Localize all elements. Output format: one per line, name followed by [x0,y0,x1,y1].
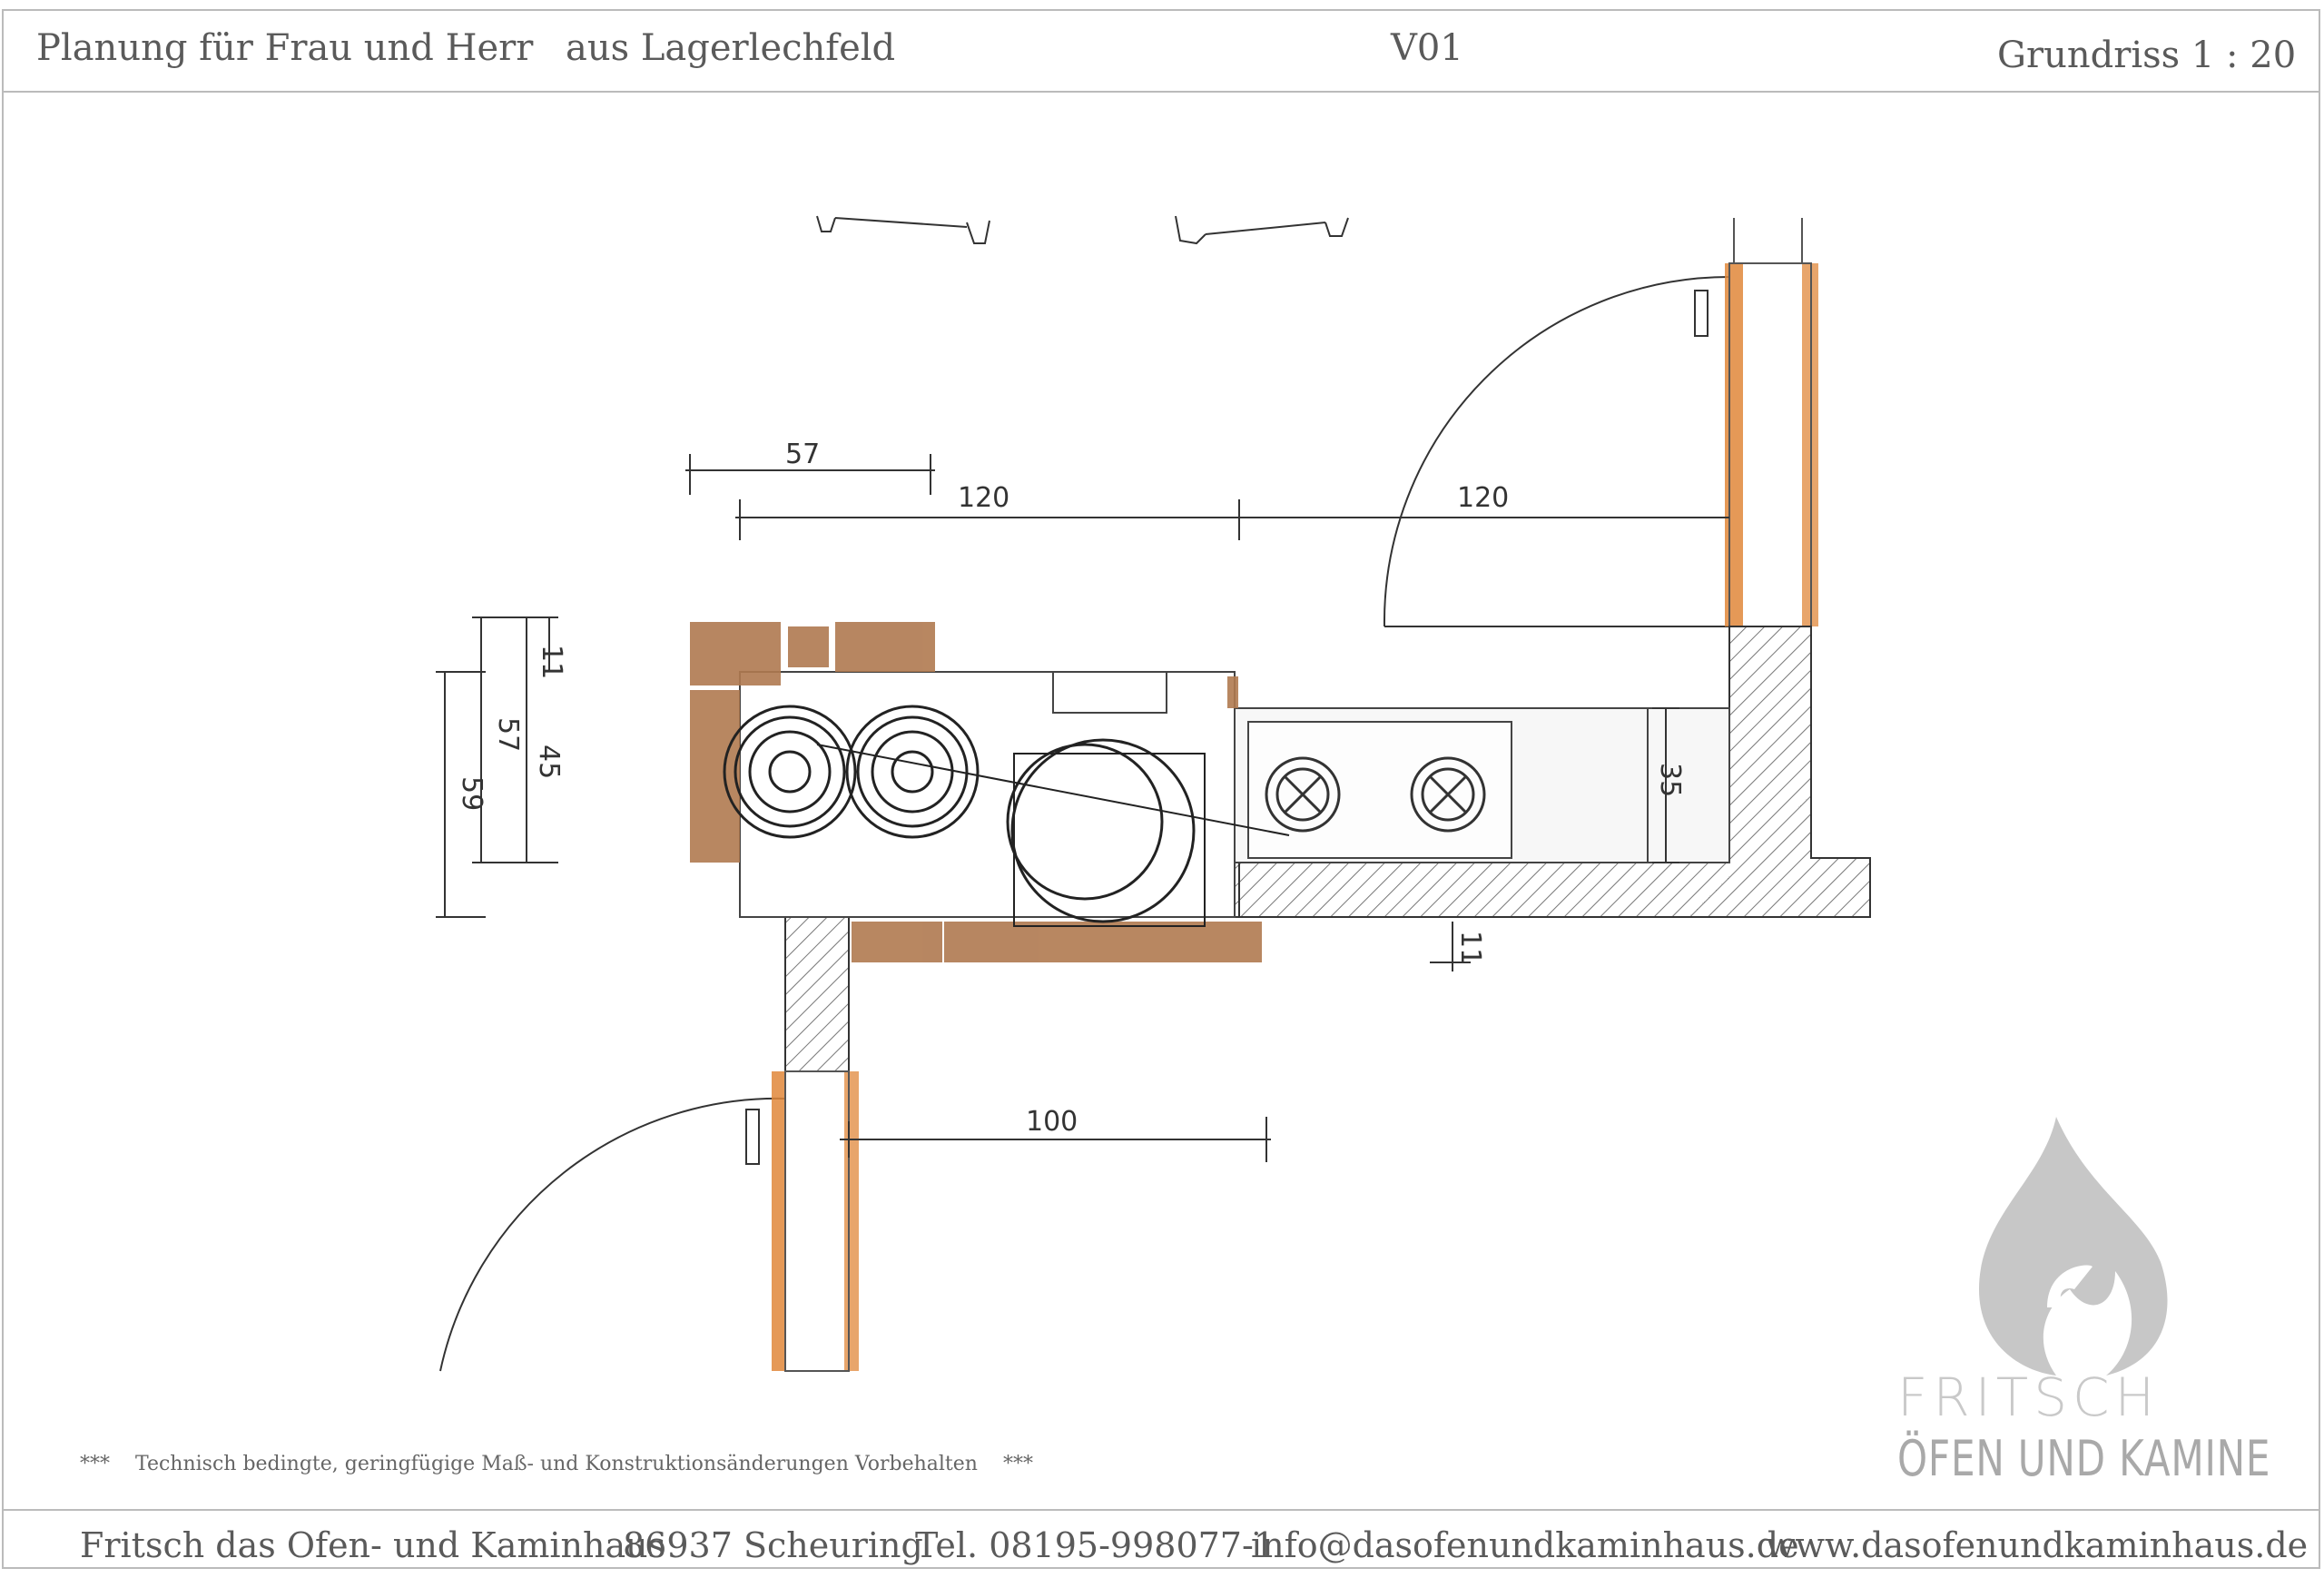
note-text: Technisch bedingte, geringfügige Maß- un… [134,1453,978,1475]
burner-left [723,705,857,839]
footer-address: 86937 Scheuring [623,1525,923,1565]
disclaimer-note: *** Technisch bedingte, geringfügige Maß… [80,1453,1033,1475]
dim-100: 100 [1026,1106,1078,1138]
dim-57-top: 57 [785,439,820,470]
note-stars-left: *** [80,1453,110,1475]
dim-59-left: 59 [456,776,487,811]
footer-divider [2,1509,2320,1511]
dim-11-bottom: 11 [1454,931,1486,965]
footer-phone: Tel. 08195-998077-1 [915,1525,1275,1565]
sheet-frame [2,9,2320,1569]
header-location: aus Lagerlechfeld [566,27,896,69]
dim-11-left: 11 [536,645,567,679]
dim-120-left: 120 [958,482,1009,514]
logo-brand: FRITSCH [1897,1366,2161,1428]
dim-45-left: 45 [533,745,565,779]
flame-logo-icon [1979,1117,2168,1376]
header-drawing-type: Grundriss 1 : 20 [1997,35,2297,76]
door-left [439,1070,859,1372]
dim-57-left: 57 [492,717,524,752]
footer-website[interactable]: www.dasofenundkaminhaus.de [1766,1525,2309,1565]
dim-35-right: 35 [1654,763,1686,797]
footer-email[interactable]: info@dasofenundkaminhaus.de [1251,1525,1799,1565]
burner-middle [845,705,980,839]
window-right [1175,215,1349,245]
header-version: V01 [1391,27,1463,69]
header-client: Planung für Frau und Herr [36,27,534,69]
window-left [816,215,990,244]
hob-right [1265,756,1486,833]
dim-120-right: 120 [1457,482,1509,514]
footer-company: Fritsch das Ofen- und Kaminhaus [80,1525,666,1565]
oven-firebox [816,738,1290,927]
dimension-lines [436,454,1729,1162]
note-stars-right: *** [1002,1453,1033,1475]
logo-tagline: ÖFEN UND KAMINE [1897,1430,2271,1487]
door-right [1383,218,1818,627]
header-divider [2,91,2320,93]
wood-blocks [690,622,1262,962]
